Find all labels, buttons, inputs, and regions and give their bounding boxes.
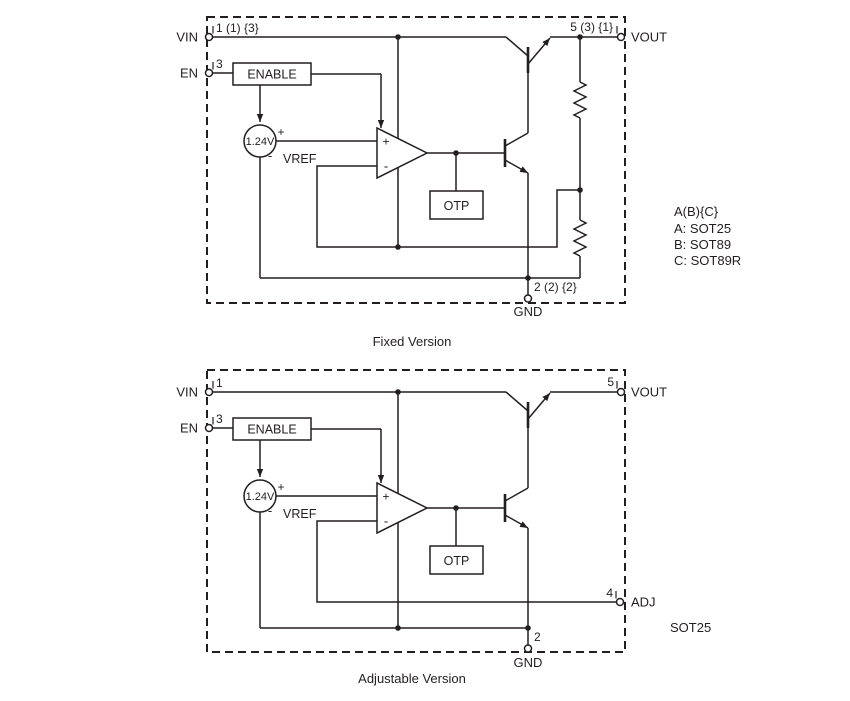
fixed-junction-dots bbox=[395, 34, 583, 281]
adjustable-pass-transistor bbox=[505, 391, 551, 428]
vref-label: VREF bbox=[283, 152, 317, 166]
junction-dot bbox=[453, 150, 459, 156]
enable-label: ENABLE bbox=[247, 423, 296, 437]
vout-pin-number: 5 (3) {1} bbox=[570, 20, 613, 34]
q1-emitter bbox=[527, 37, 551, 65]
q2-emitter bbox=[504, 514, 529, 529]
junction-dot bbox=[395, 625, 401, 631]
resistor-r1 bbox=[572, 81, 588, 119]
q1-collector bbox=[505, 36, 529, 57]
q2-collector bbox=[504, 132, 529, 147]
gnd-label: GND bbox=[514, 655, 543, 670]
junction-dot bbox=[577, 187, 583, 193]
junction-dot bbox=[395, 244, 401, 250]
adjustable-pins: VIN 1 EN 3 5 VOUT 4 ADJ 2 GND bbox=[176, 375, 667, 670]
fixed-package-note: A(B){C} A: SOT25 B: SOT89 C: SOT89R bbox=[674, 204, 741, 268]
adjustable-driver-transistor bbox=[503, 487, 529, 529]
amp-plus-sign: + bbox=[382, 490, 389, 504]
fixed-driver-transistor bbox=[503, 132, 529, 174]
vin-pin-circle bbox=[204, 387, 214, 397]
adjustable-version-caption: Adjustable Version bbox=[358, 671, 466, 686]
adjustable-junction-dots bbox=[395, 389, 531, 631]
fixed-version-caption: Fixed Version bbox=[373, 334, 452, 349]
junction-dot bbox=[577, 34, 583, 40]
vref-value: 1.24V bbox=[246, 491, 275, 503]
fixed-error-amplifier bbox=[376, 126, 429, 180]
adj-pin-number: 4 bbox=[606, 586, 613, 600]
fixed-vref-source bbox=[243, 124, 277, 158]
resistor-r2 bbox=[572, 219, 588, 257]
junction-dot bbox=[395, 389, 401, 395]
otp-label: OTP bbox=[444, 554, 470, 568]
adjustable-version-diagram: + - 1.24V + - VREF ENABLE OTP VIN 1 EN 3 bbox=[176, 369, 711, 686]
junction-dot bbox=[525, 625, 531, 631]
fixed-pass-transistor bbox=[505, 36, 551, 73]
package-note-line2: A: SOT25 bbox=[674, 221, 731, 236]
q1-emitter bbox=[527, 392, 551, 420]
fixed-ic-boundary bbox=[206, 16, 626, 304]
vin-label: VIN bbox=[176, 30, 198, 45]
package-note-line3: B: SOT89 bbox=[674, 237, 731, 252]
vout-pin-number: 5 bbox=[607, 375, 614, 389]
vref-value: 1.24V bbox=[246, 136, 275, 148]
adjustable-enable-block bbox=[232, 417, 312, 441]
vin-label: VIN bbox=[176, 385, 198, 400]
fixed-pins: VIN 1 (1) {3} EN 3 5 (3) {1} VOUT 2 (2) … bbox=[176, 20, 667, 319]
en-label: EN bbox=[180, 66, 198, 81]
adjustable-package-note: SOT25 bbox=[670, 620, 711, 635]
gnd-pin-circle bbox=[523, 294, 533, 303]
en-pin-number: 3 bbox=[216, 57, 223, 71]
en-pin-circle bbox=[204, 68, 214, 78]
vin-pin-circle bbox=[204, 32, 214, 42]
vref-minus-sign: - bbox=[268, 148, 272, 163]
adjustable-error-amplifier bbox=[376, 481, 429, 535]
adjustable-wires bbox=[212, 391, 618, 645]
fixed-otp-block bbox=[429, 190, 484, 220]
adj-pin-circle bbox=[615, 597, 625, 607]
en-pin-number: 3 bbox=[216, 412, 223, 426]
vout-pin-circle bbox=[616, 32, 626, 42]
fixed-feedback-resistors bbox=[572, 81, 588, 257]
adj-label: ADJ bbox=[631, 595, 656, 610]
vref-plus-sign: + bbox=[277, 480, 284, 494]
adjustable-ic-boundary bbox=[206, 369, 626, 653]
adj-feedback-wire bbox=[316, 520, 617, 603]
amp-minus-sign: - bbox=[384, 159, 388, 174]
fixed-enable-block bbox=[232, 62, 312, 86]
vout-pin-circle bbox=[616, 387, 626, 397]
enable-label: ENABLE bbox=[247, 68, 296, 82]
gnd-pin-number: 2 (2) {2} bbox=[534, 280, 577, 294]
package-note-line4: C: SOT89R bbox=[674, 253, 741, 268]
gnd-label: GND bbox=[514, 304, 543, 319]
vref-label: VREF bbox=[283, 507, 317, 521]
gnd-pin-number: 2 bbox=[534, 630, 541, 644]
gnd-pin-circle bbox=[523, 644, 533, 653]
package-note-line1: A(B){C} bbox=[674, 204, 719, 219]
junction-dot bbox=[453, 505, 459, 511]
amp-plus-sign: + bbox=[382, 135, 389, 149]
vref-plus-sign: + bbox=[277, 125, 284, 139]
vin-pin-number: 1 (1) {3} bbox=[216, 21, 259, 35]
en-pin-circle bbox=[204, 423, 214, 433]
en-label: EN bbox=[180, 421, 198, 436]
junction-dot bbox=[395, 34, 401, 40]
vref-minus-sign: - bbox=[268, 503, 272, 518]
adjustable-otp-block bbox=[429, 545, 484, 575]
vin-pin-number: 1 bbox=[216, 376, 223, 390]
vout-label: VOUT bbox=[631, 30, 667, 45]
q2-emitter bbox=[504, 159, 529, 174]
junction-dot bbox=[525, 275, 531, 281]
q2-collector bbox=[504, 487, 529, 502]
fixed-feedback-wire bbox=[316, 165, 580, 248]
otp-label: OTP bbox=[444, 199, 470, 213]
q1-collector bbox=[505, 391, 529, 412]
amp-minus-sign: - bbox=[384, 514, 388, 529]
adjustable-vref-source bbox=[243, 479, 277, 513]
vout-label: VOUT bbox=[631, 385, 667, 400]
fixed-version-diagram: + - 1.24V + - VREF ENABLE OTP VIN 1 (1) … bbox=[176, 16, 741, 349]
